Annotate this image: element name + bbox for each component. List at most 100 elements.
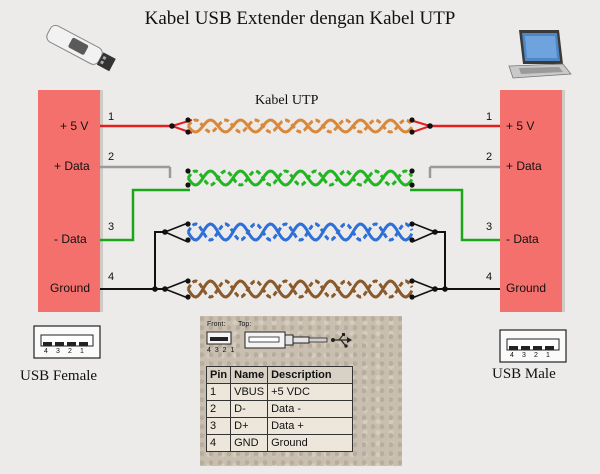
junction-dot xyxy=(162,229,168,235)
left-port-pin-1: 1 xyxy=(80,348,84,355)
pair-blue-end-dot xyxy=(409,237,415,243)
pair-brown-strand-striped xyxy=(186,279,414,299)
diagram-title: Kabel USB Extender dengan Kabel UTP xyxy=(144,8,456,29)
left-pin-label-4: Ground xyxy=(50,281,90,295)
pair-brown-end-dot xyxy=(409,278,415,284)
left-pin-num-1: 1 xyxy=(108,111,114,123)
right-connector-block xyxy=(500,90,562,312)
right-pin-label-4: Ground xyxy=(506,281,546,295)
right-port-pin-2: 2 xyxy=(534,352,538,359)
junction-dot xyxy=(432,286,438,292)
right-pin-num-3: 3 xyxy=(486,221,492,233)
pinout-table: Pin Name Description 1 VBUS +5 VDC 2 D- … xyxy=(205,366,354,452)
junction-dot xyxy=(152,286,158,292)
laptop-icon xyxy=(508,30,572,79)
pair-orange-strand-solid xyxy=(186,118,414,134)
right-port-pin-4: 4 xyxy=(510,352,514,359)
cable-label: Kabel UTP xyxy=(255,93,319,108)
wire-data-minus xyxy=(100,188,500,242)
table-row: 1 VBUS +5 VDC xyxy=(205,383,354,401)
pair-blue-end-dot xyxy=(185,237,191,243)
cell-description: Data - xyxy=(267,400,354,418)
cell-name: GND xyxy=(230,434,269,452)
usb-flash-drive-icon xyxy=(46,24,116,72)
table-row: 2 D- Data - xyxy=(205,400,354,418)
usb-port-icon-left xyxy=(33,325,101,359)
pair-green-end-dot xyxy=(409,182,415,188)
pair-orange xyxy=(186,118,414,134)
pair-green-end-dot xyxy=(185,168,191,174)
right-pin-label-2: + Data xyxy=(506,159,542,173)
left-pin-num-3: 3 xyxy=(108,221,114,233)
left-port-pin-4: 4 xyxy=(44,348,48,355)
cell-description: +5 VDC xyxy=(267,383,354,401)
left-port-pin-3: 3 xyxy=(56,348,60,355)
pair-orange-end-dot xyxy=(185,117,191,123)
cell-description: Data + xyxy=(267,417,354,435)
junction-dot xyxy=(442,286,448,292)
pair-brown-end-dot xyxy=(185,278,191,284)
wire-data-plus xyxy=(100,165,500,178)
left-port-pin-2: 2 xyxy=(68,348,72,355)
left-pin-label-3: - Data xyxy=(54,232,87,246)
table-row: 3 D+ Data + xyxy=(205,417,354,435)
table-row: 4 GND Ground xyxy=(205,434,354,452)
top-label: Top: xyxy=(238,321,252,328)
pair-blue xyxy=(186,222,414,242)
front-pin-numbers: 4 3 2 1 xyxy=(207,347,236,354)
pair-blue-strand-striped xyxy=(186,222,414,242)
right-connector-caption: USB Male xyxy=(492,366,556,382)
pair-orange-end-dot xyxy=(185,129,191,135)
pair-orange-end-dot xyxy=(409,129,415,135)
pair-blue-strand-solid xyxy=(186,222,414,242)
left-connector-caption: USB Female xyxy=(20,368,98,384)
pair-green xyxy=(186,169,414,187)
left-pin-label-1: + 5 V xyxy=(60,119,88,133)
wire-ground xyxy=(100,222,500,299)
pair-blue-end-dot xyxy=(409,221,415,227)
junction-dot xyxy=(169,123,175,129)
right-connector-shade xyxy=(562,90,565,312)
junction-dot xyxy=(432,229,438,235)
twisted-pairs xyxy=(186,118,414,299)
usb-port-icon-right xyxy=(499,329,567,363)
pair-green-end-dot xyxy=(185,182,191,188)
right-pin-num-1: 1 xyxy=(486,111,492,123)
junction-dot xyxy=(427,123,433,129)
cell-pin: 2 xyxy=(205,400,232,418)
right-pin-label-3: - Data xyxy=(506,232,539,246)
table-header-row: Pin Name Description xyxy=(205,366,354,384)
left-connector-block xyxy=(38,90,100,312)
cell-pin: 1 xyxy=(205,383,232,401)
right-port-pin-1: 1 xyxy=(546,352,550,359)
cell-name: VBUS xyxy=(230,383,269,401)
right-pin-num-4: 4 xyxy=(486,271,492,283)
left-pin-num-2: 2 xyxy=(108,151,114,163)
right-port-pin-3: 3 xyxy=(522,352,526,359)
pair-brown-end-dot xyxy=(409,294,415,300)
cell-pin: 4 xyxy=(205,434,232,452)
header-name: Name xyxy=(230,366,269,384)
pair-green-end-dot xyxy=(409,168,415,174)
junction-dots xyxy=(152,117,448,300)
cell-description: Ground xyxy=(267,434,354,452)
pair-green-strand-striped xyxy=(186,169,414,187)
cell-name: D- xyxy=(230,400,269,418)
right-pin-num-2: 2 xyxy=(486,151,492,163)
header-description: Description xyxy=(267,366,354,384)
usb-plug-icon xyxy=(206,331,352,349)
pair-blue-end-dot xyxy=(185,221,191,227)
cell-name: D+ xyxy=(230,417,269,435)
cell-pin: 3 xyxy=(205,417,232,435)
pair-brown xyxy=(186,279,414,299)
pair-green-strand-solid xyxy=(186,169,414,187)
front-label: Front: xyxy=(207,321,226,328)
pair-orange-strand-striped xyxy=(186,118,414,134)
header-pin: Pin xyxy=(205,366,232,384)
junction-dot xyxy=(162,286,168,292)
left-connector-shade xyxy=(100,90,103,312)
right-pin-label-1: + 5 V xyxy=(506,119,534,133)
left-pin-label-2: + Data xyxy=(54,159,90,173)
